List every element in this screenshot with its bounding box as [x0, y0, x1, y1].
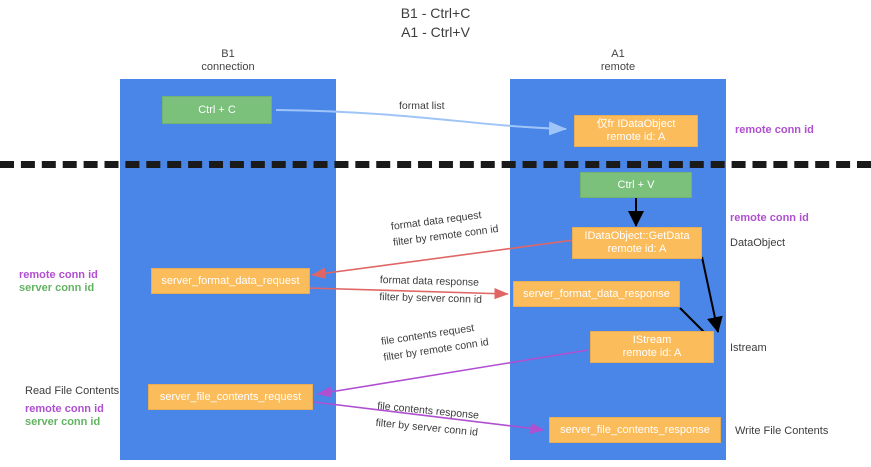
column-header-a1: A1 remote [600, 48, 636, 73]
node-ctrl-v[interactable]: Ctrl + V [580, 172, 692, 198]
edge-label-format-list: format list [399, 99, 445, 114]
edge-label-format-list-top: format list [399, 100, 445, 112]
node-ctrl-v-label: Ctrl + V [617, 178, 655, 191]
side-label-left-server-conn-id-mid: server conn id [19, 282, 95, 294]
side-label-left-server-conn-id-bottom: server conn id [25, 416, 101, 428]
side-label-remote-conn-id-top: remote conn id [735, 124, 814, 136]
node-istream-line2: remote id: A [622, 347, 682, 359]
node-ctrl-c-label: Ctrl + C [198, 103, 236, 116]
edge-label-format-data-response: format data response filter by server co… [379, 272, 483, 309]
diagram-title-line1: B1 - Ctrl+C [400, 5, 471, 21]
diagram-title-line2: A1 - Ctrl+V [401, 24, 470, 40]
edge-label-fcresp-prefix: filter by [375, 416, 413, 433]
side-label-remote-conn-id-mid: remote conn id [730, 212, 809, 224]
edge-label-fdresp-highlight: server conn id [415, 292, 483, 306]
node-idataobject-remote[interactable]: 仅fr IDataObject remote id: A [574, 115, 698, 147]
node-server-file-contents-response[interactable]: server_file_contents_response [549, 417, 721, 443]
side-label-left-remote-conn-id-mid: remote conn id [19, 269, 98, 281]
column-header-b1: B1 connection [201, 48, 255, 73]
node-idataobject-remote-line1: 仅fr IDataObject [596, 118, 676, 130]
edge-label-fdresp-prefix: filter by [379, 290, 417, 305]
side-label-write-file-contents: Write File Contents [735, 425, 829, 437]
node-istream[interactable]: IStream remote id: A [590, 331, 714, 363]
side-label-left-remote-conn-id-bottom: remote conn id [25, 403, 104, 415]
node-server-format-data-response-label: server_format_data_response [523, 287, 670, 300]
edge-label-file-contents-request: file contents request filter by remote c… [380, 318, 490, 365]
node-istream-line1: IStream [632, 334, 672, 346]
side-label-read-file-contents: Read File Contents [25, 385, 120, 397]
node-server-format-data-response[interactable]: server_format_data_response [513, 281, 680, 307]
side-label-dataobject: DataObject [730, 237, 786, 249]
edge-label-format-data-response-bottom: filter by server conn id [379, 289, 482, 309]
node-idataobject-getdata-line1: IDataObject::GetData [584, 230, 690, 242]
edge-label-file-contents-response: file contents response filter by server … [375, 398, 481, 442]
node-server-file-contents-response-label: server_file_contents_response [560, 423, 710, 436]
node-idataobject-getdata-line2: remote id: A [607, 243, 667, 255]
edge-label-fdreq-prefix: filter by [392, 232, 431, 249]
edge-label-fcreq-prefix: filter by [382, 346, 421, 364]
side-label-istream: Istream [730, 342, 767, 354]
edge-label-format-data-request: format data request filter by remote con… [390, 205, 500, 251]
node-idataobject-remote-line2: remote id: A [606, 131, 666, 143]
node-server-format-data-request-label: server_format_data_request [161, 274, 300, 287]
section-divider [0, 161, 871, 168]
node-server-format-data-request[interactable]: server_format_data_request [151, 268, 310, 294]
node-server-file-contents-request[interactable]: server_file_contents_request [148, 384, 313, 410]
node-ctrl-c[interactable]: Ctrl + C [162, 96, 272, 124]
node-idataobject-getdata[interactable]: IDataObject::GetData remote id: A [572, 227, 702, 259]
node-server-file-contents-request-label: server_file_contents_request [159, 390, 302, 403]
edge-label-fcresp-highlight: server conn id [411, 420, 479, 439]
